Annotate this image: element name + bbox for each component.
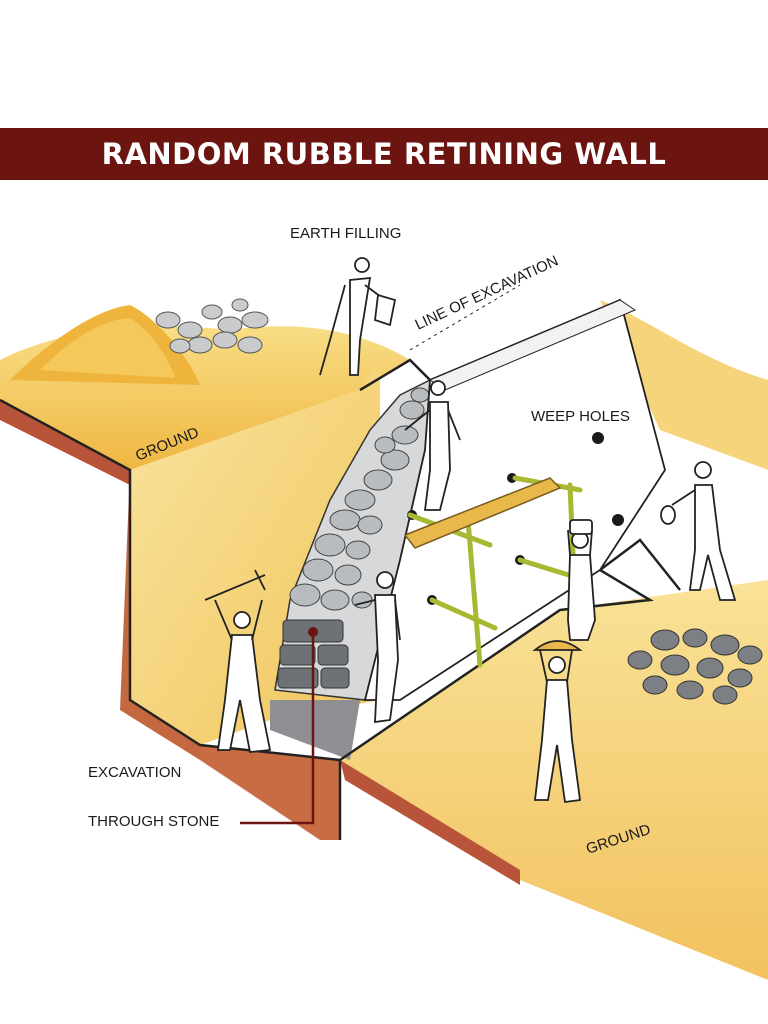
workers	[204, 257, 737, 804]
diagram-title: RANDOM RUBBLE RETINING WALL	[101, 137, 667, 171]
scaffold-plank	[403, 477, 562, 549]
worker-on-wall	[404, 380, 461, 511]
line-of-excavation-pointer	[409, 284, 521, 351]
worker-pickaxe	[204, 569, 272, 753]
through-stone-pointer	[240, 632, 315, 825]
label-excavation: EXCAVATION	[88, 764, 182, 781]
stone-pile-right	[627, 628, 763, 705]
worker-carrying-basket	[532, 640, 583, 804]
stone-pile-top	[155, 298, 269, 354]
worker-earth-filling	[319, 257, 397, 376]
sand-heap	[10, 305, 200, 385]
worker-carrying-stone	[567, 519, 596, 641]
through-stone-marker	[308, 627, 318, 637]
excavation-outline	[0, 358, 681, 840]
title-banner: RANDOM RUBBLE RETINING WALL	[0, 128, 768, 180]
worker-placing-stone	[354, 571, 401, 724]
label-through-stone: THROUGH STONE	[88, 813, 220, 830]
label-weep-holes: WEEP HOLES	[531, 408, 630, 425]
label-earth-filling: EARTH FILLING	[290, 225, 402, 242]
label-line-of-excavation: LINE OF EXCAVATION	[413, 252, 561, 333]
worker-right-edge	[660, 461, 737, 601]
